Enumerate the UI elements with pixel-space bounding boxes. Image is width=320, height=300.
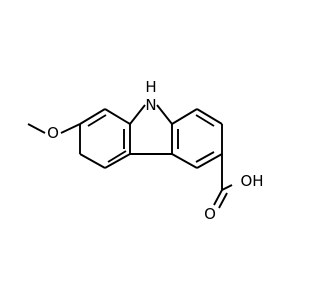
bond-c7-c8-inner: [87, 114, 107, 127]
bond-c1-c2-inner: [195, 114, 215, 127]
bond-c8a-c8: [104, 108, 131, 125]
bonds-group: [27, 104, 233, 209]
atom-label-methoxy-o: O: [47, 124, 59, 142]
atom-label-nh-h: H: [145, 78, 156, 96]
bond-c8a-n9: [129, 104, 146, 125]
bond-c5-c4b-inner: [107, 150, 127, 163]
bond-o-ch3: [27, 123, 46, 134]
atom-label-nh: N: [145, 96, 156, 114]
bond-c4-c4a: [171, 153, 198, 169]
diagram-background: [0, 0, 300, 300]
molecule-diagram: N H O O OH: [0, 0, 300, 300]
bond-c6-c5: [79, 153, 106, 169]
atom-label-hydroxyl: OH: [240, 172, 263, 190]
bond-c8-c7: [79, 108, 106, 125]
bond-c3-c4-inner: [195, 151, 215, 163]
bond-c7-o: [60, 123, 81, 134]
bond-c1-c2: [196, 108, 223, 125]
bond-carboxyl-hydroxyl: [221, 184, 233, 191]
bond-c5-c4b: [104, 153, 131, 169]
atom-labels-group: N H O O OH: [47, 78, 263, 223]
bond-c3-c4: [196, 153, 223, 169]
bond-n9-c9a: [156, 104, 173, 125]
bond-c9a-c1: [171, 108, 198, 125]
bond-carboxyl-double-outer: [213, 189, 223, 206]
bond-carboxyl-double-inner: [218, 192, 228, 209]
atom-label-carbonyl-o: O: [204, 205, 216, 223]
